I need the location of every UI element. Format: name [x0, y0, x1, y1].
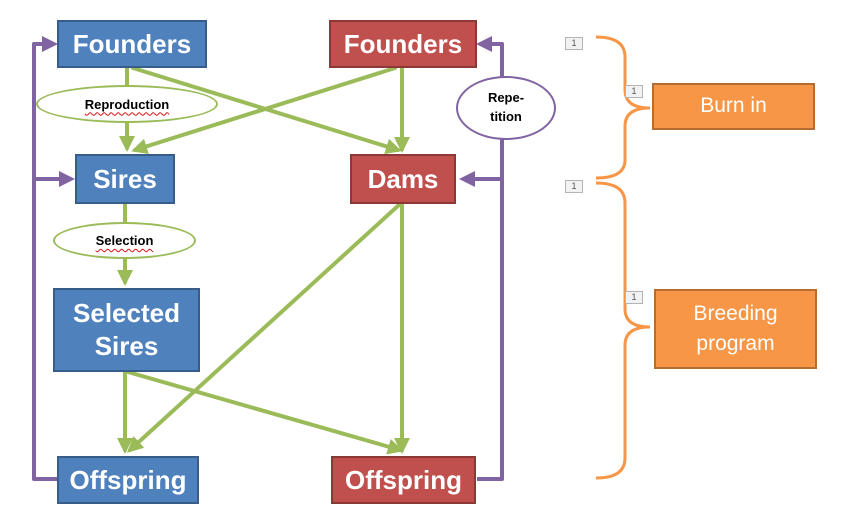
sires-label: Sires [93, 163, 157, 194]
repetition-label-line1: Repe- [487, 90, 525, 106]
offspring-sires-node: Offspring [57, 456, 199, 504]
selected-sires-label-line1: Selected [73, 297, 180, 328]
selection-label: Selection [95, 233, 154, 248]
selected-sires-label-line2: Sires [94, 331, 159, 361]
loop-offspring-dams-to-founders [476, 36, 504, 481]
founders-sires-label: Founders [72, 28, 192, 59]
arrow-selected-to-offspring-dams [126, 370, 404, 455]
offspring-dams-label: Offspring [345, 464, 462, 495]
dams-node: Dams [350, 154, 456, 204]
breeding-program-box: Breeding program [654, 289, 817, 369]
reproduction-ellipse: Reproduction [36, 85, 218, 123]
arrow-founders-dams-to-sires [131, 66, 397, 155]
arrow-dams-to-offspring-sires [127, 202, 402, 453]
comment-tag[interactable]: 1 [565, 37, 583, 50]
purple-arrows [32, 36, 504, 481]
comment-tag[interactable]: 1 [625, 85, 643, 98]
sires-node: Sires [75, 154, 175, 204]
selection-ellipse: Selection [53, 222, 196, 259]
founders-dams-label: Founders [343, 28, 463, 59]
burn-in-label: Burn in [700, 94, 767, 118]
offspring-dams-node: Offspring [331, 456, 476, 504]
reproduction-label: Reproduction [84, 96, 170, 112]
breeding-program-label-line2: program [696, 332, 775, 355]
selected-sires-node: Selected Sires [53, 288, 200, 372]
dams-label: Dams [367, 163, 439, 194]
brace-burn-in [595, 35, 651, 180]
orange-braces [595, 35, 651, 480]
founders-dams-node: Founders [329, 20, 477, 68]
comment-tag[interactable]: 1 [625, 291, 643, 304]
breeding-program-label-line1: Breeding [693, 301, 778, 325]
green-arrows [117, 66, 410, 455]
burn-in-box: Burn in [652, 83, 815, 130]
repetition-label-line2: tition [490, 109, 522, 124]
loop-offspring-sires-to-founders [32, 36, 59, 481]
offspring-sires-label: Offspring [69, 464, 187, 495]
founders-sires-node: Founders [57, 20, 207, 68]
brace-breeding-program [595, 181, 651, 480]
repetition-ellipse: Repe- tition [456, 76, 556, 140]
comment-tag[interactable]: 1 [565, 180, 583, 193]
